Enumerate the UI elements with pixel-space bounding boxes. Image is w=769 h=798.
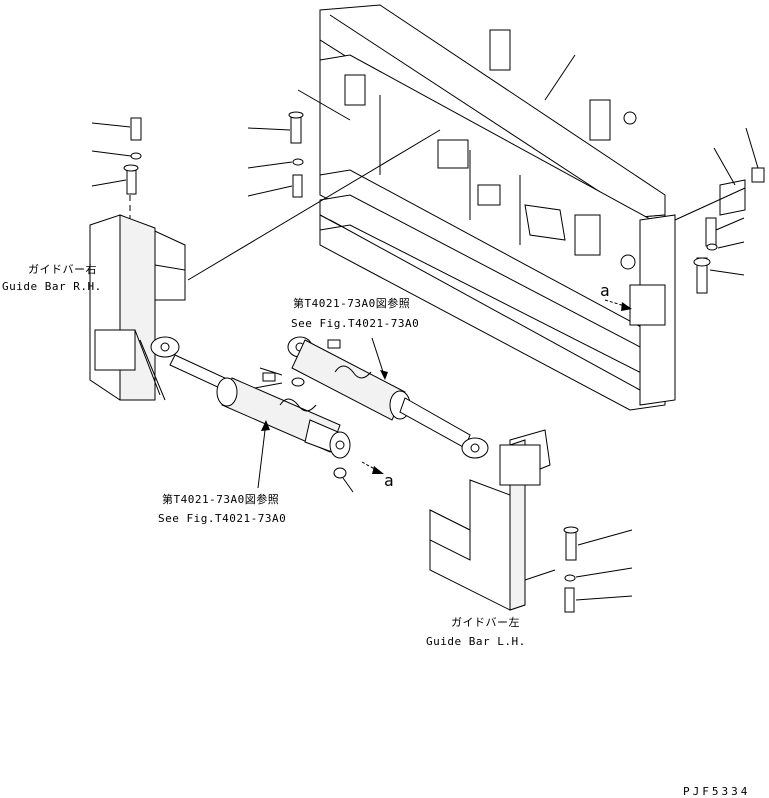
marker-a-upper: a: [600, 281, 610, 300]
lower-cylinder: [150, 336, 354, 493]
guide-bar-lh: [429, 429, 556, 611]
leader-ref-lower: [257, 421, 267, 489]
marker-a-lower: a: [384, 471, 394, 490]
upper-bolt-group: [247, 89, 351, 198]
lower-right-fasteners: [563, 526, 633, 613]
carriage-frame: [319, 4, 676, 411]
leader-frame: [544, 54, 576, 101]
left-bolt-stack: [91, 117, 142, 330]
ref-lower-label-jp: 第T4021-73A0図参照: [162, 492, 279, 506]
guide-bar-rh-label-en: Guide Bar R.H.: [2, 280, 102, 293]
guide-bar-lh-label-jp: ガイドバー左: [451, 616, 520, 629]
guide-bar-rh-label-jp: ガイドバー右: [28, 262, 97, 276]
ref-lower-label-en: See Fig.T4021-73A0: [158, 512, 286, 525]
ref-upper-label-en: See Fig.T4021-73A0: [291, 317, 419, 330]
ref-upper-label-jp: 第T4021-73A0図参照: [293, 296, 410, 310]
drawing-code: PJF5334: [683, 785, 750, 798]
right-side-fasteners: [674, 127, 765, 294]
upper-cylinder: [287, 336, 489, 459]
guide-bar-rh: [89, 129, 441, 401]
guide-bar-lh-label-en: Guide Bar L.H.: [426, 635, 526, 648]
